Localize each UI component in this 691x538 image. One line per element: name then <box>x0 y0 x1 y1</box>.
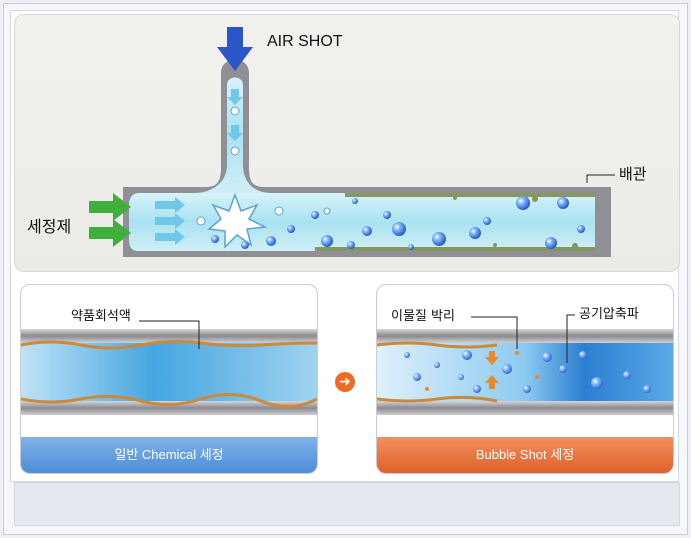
bubble-shot-caption: Bubble Shot 세정 <box>377 437 673 473</box>
detergent-arrows-icon <box>89 193 131 247</box>
bubbles <box>211 196 585 250</box>
bubble-pipe-illustration <box>377 314 673 415</box>
debris-annotation: 이물질 박리 <box>391 309 455 324</box>
footer-strip <box>14 482 680 526</box>
flow-arrows <box>155 89 243 245</box>
air-shot-arrow-icon <box>217 27 253 71</box>
pipe-label-leader <box>586 174 615 183</box>
pipe-deposits <box>315 193 595 251</box>
bubble-shot-panel: 이물질 박리 공기압축파 Bubble Shot 세정 <box>376 284 674 474</box>
pipe-diagram <box>89 27 615 257</box>
chemical-cleaning-panel: 약품회석액 일반 Chemical 세정 <box>20 284 318 474</box>
right-arrow-circle-icon: ➜ <box>335 372 355 392</box>
pipe-diagram-panel: AIR SHOT 배관 세정제 <box>14 14 680 272</box>
chemical-pipe-illustration <box>21 320 317 415</box>
air-pressure-annotation: 공기압축파 <box>579 307 639 322</box>
detergent-label: 세정제 <box>27 217 72 236</box>
burst-shape <box>207 192 268 249</box>
pipe-label: 배관 <box>619 165 647 183</box>
small-bursts <box>196 106 331 226</box>
chemical-annotation: 약품회석액 <box>71 309 131 324</box>
air-shot-label: AIR SHOT <box>267 33 343 50</box>
chemical-caption: 일반 Chemical 세정 <box>21 437 317 473</box>
